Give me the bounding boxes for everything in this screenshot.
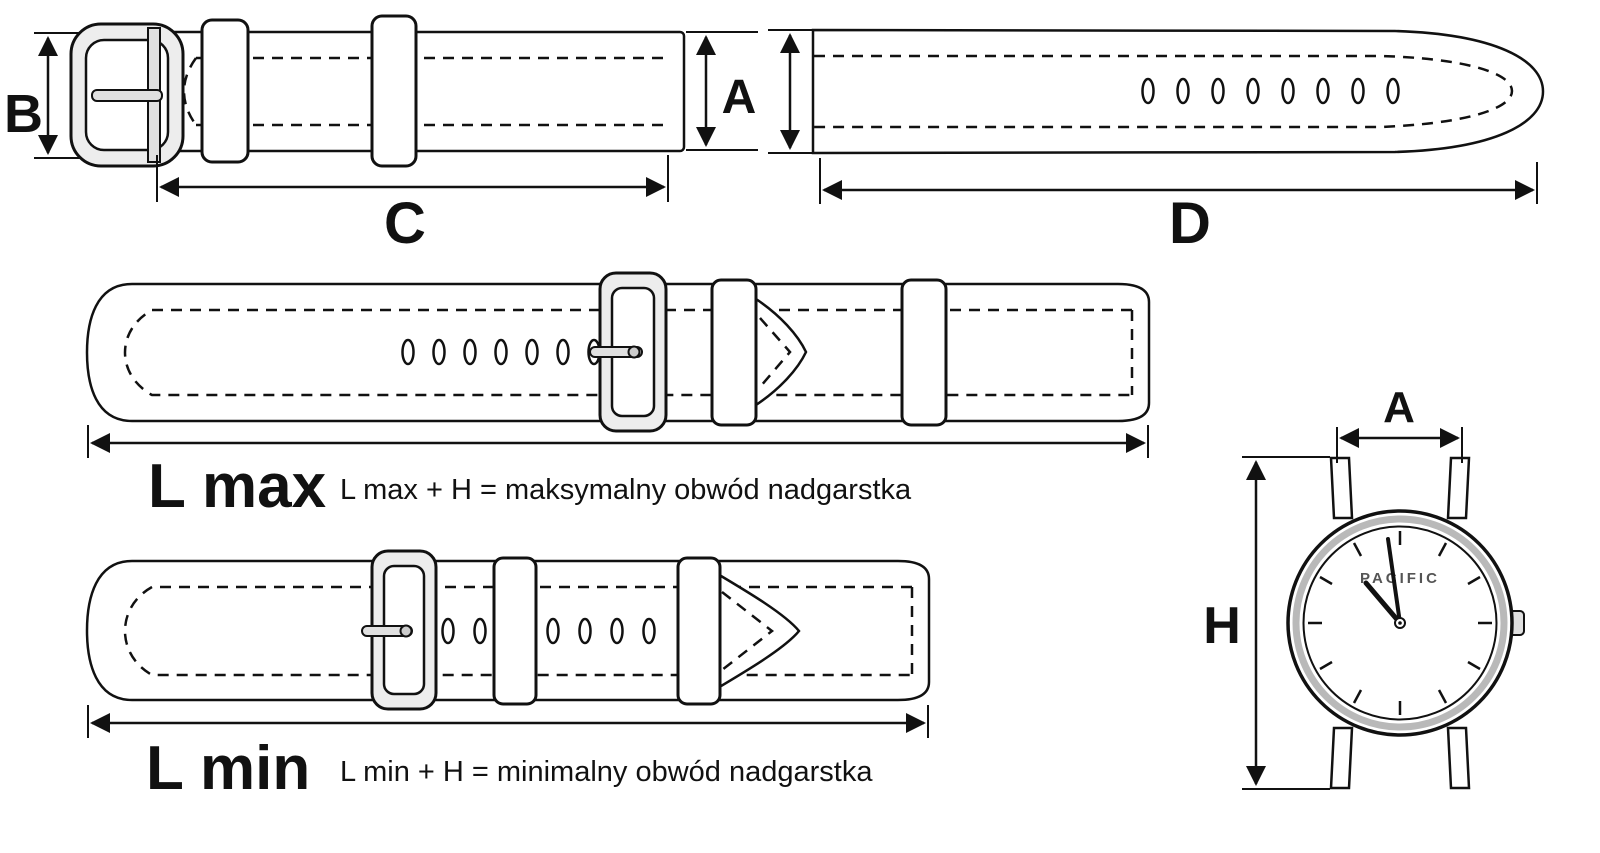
lug bbox=[1446, 456, 1471, 520]
strap-holes bbox=[441, 617, 656, 645]
dimension-a-left bbox=[686, 31, 758, 151]
tail-strap-top-view: D bbox=[768, 28, 1545, 256]
stitch-outline bbox=[814, 54, 1514, 129]
buckle-pin bbox=[399, 624, 413, 638]
buckle bbox=[589, 271, 668, 433]
strap-hole bbox=[432, 338, 446, 366]
strap-hole bbox=[441, 617, 455, 645]
lmin-formula: L min + H = minimalny obwód nadgarstka bbox=[340, 756, 873, 788]
watch-lugs bbox=[1329, 456, 1471, 790]
buckle-pin bbox=[627, 345, 641, 359]
dial-marker bbox=[1352, 542, 1363, 557]
dimension-d-label: D bbox=[1169, 191, 1211, 256]
strap-hole bbox=[1351, 77, 1365, 105]
dimension-c: C bbox=[156, 155, 669, 256]
dimension-h: H bbox=[1203, 456, 1330, 790]
dimension-lmin bbox=[87, 705, 929, 738]
dimension-a-label: A bbox=[722, 71, 757, 124]
strap-hole bbox=[546, 617, 560, 645]
strap-hole bbox=[578, 617, 592, 645]
buckle-prong bbox=[91, 89, 163, 102]
dimension-lmax bbox=[87, 425, 1149, 458]
dimension-a-watch: A bbox=[1336, 383, 1463, 463]
stitch-left-curve bbox=[182, 57, 198, 126]
dial-marker bbox=[1437, 689, 1448, 704]
strap-hole bbox=[1246, 77, 1260, 105]
keeper-loop bbox=[492, 556, 538, 706]
watch-bezel bbox=[1292, 515, 1508, 731]
dial-marker bbox=[1467, 575, 1481, 586]
strap-tip bbox=[715, 571, 801, 691]
watch-front-view: PACIFIC A H bbox=[1203, 383, 1525, 790]
strap-hole bbox=[642, 617, 656, 645]
lug bbox=[1446, 726, 1471, 790]
strap-hole bbox=[525, 338, 539, 366]
buckle bbox=[69, 22, 185, 168]
lmax-label: L max bbox=[148, 452, 327, 521]
strap-hole bbox=[401, 338, 415, 366]
strap-hole bbox=[494, 338, 508, 366]
strap-tip-stitch bbox=[721, 591, 775, 671]
strap-hole bbox=[1281, 77, 1295, 105]
dimension-b: B bbox=[4, 32, 80, 159]
lug bbox=[1329, 456, 1354, 520]
dial-marker bbox=[1437, 542, 1448, 557]
strap-hole bbox=[610, 617, 624, 645]
lug bbox=[1329, 726, 1354, 790]
dimension-a-right bbox=[768, 29, 816, 154]
dial-marker bbox=[1319, 660, 1333, 671]
dial-marker bbox=[1352, 689, 1363, 704]
dimension-b-label: B bbox=[4, 84, 43, 144]
strap-hole bbox=[1176, 77, 1190, 105]
strap-tip-stitch bbox=[759, 317, 792, 388]
strap-hole bbox=[1141, 77, 1155, 105]
lmin-label: L min bbox=[146, 734, 310, 803]
strap-hole bbox=[1211, 77, 1225, 105]
keeper-loop bbox=[200, 18, 250, 164]
dimension-a-watch-label: A bbox=[1383, 383, 1415, 432]
strap-hole bbox=[1386, 77, 1400, 105]
hour-hand bbox=[1363, 580, 1403, 626]
hands-hub-dot bbox=[1398, 621, 1402, 625]
strap-hole bbox=[556, 338, 570, 366]
watch-brand: PACIFIC bbox=[1360, 570, 1440, 587]
dial-markers bbox=[1308, 531, 1492, 715]
stitch-outline bbox=[123, 585, 914, 677]
minute-hand bbox=[1386, 537, 1402, 625]
strap-holes bbox=[1141, 77, 1400, 105]
stitch-outline bbox=[123, 308, 1134, 397]
keeper-loop bbox=[710, 278, 758, 427]
strap-holes bbox=[401, 338, 601, 366]
keeper-loop bbox=[900, 278, 948, 427]
strap-hole bbox=[463, 338, 477, 366]
strap-hole bbox=[473, 617, 487, 645]
dial-marker bbox=[1319, 575, 1333, 586]
lmax-formula: L max + H = maksymalny obwód nadgarstka bbox=[340, 474, 912, 506]
strap-lmax-view: L max L max + H = maksymalny obwód nadga… bbox=[85, 271, 1151, 521]
strap-lmin-view: L min L min + H = minimalny obwód nadgar… bbox=[85, 549, 931, 803]
watch-hands bbox=[1363, 537, 1406, 629]
dimension-h-label: H bbox=[1203, 597, 1241, 655]
dimension-d: D bbox=[819, 158, 1538, 256]
buckle-strap-top-view: B C A bbox=[4, 14, 758, 256]
buckle bbox=[361, 549, 438, 711]
dimension-c-label: C bbox=[384, 191, 426, 256]
dial-marker bbox=[1467, 660, 1481, 671]
keeper-loop bbox=[370, 14, 418, 168]
strap-hole bbox=[1316, 77, 1330, 105]
keeper-loop bbox=[676, 556, 722, 706]
